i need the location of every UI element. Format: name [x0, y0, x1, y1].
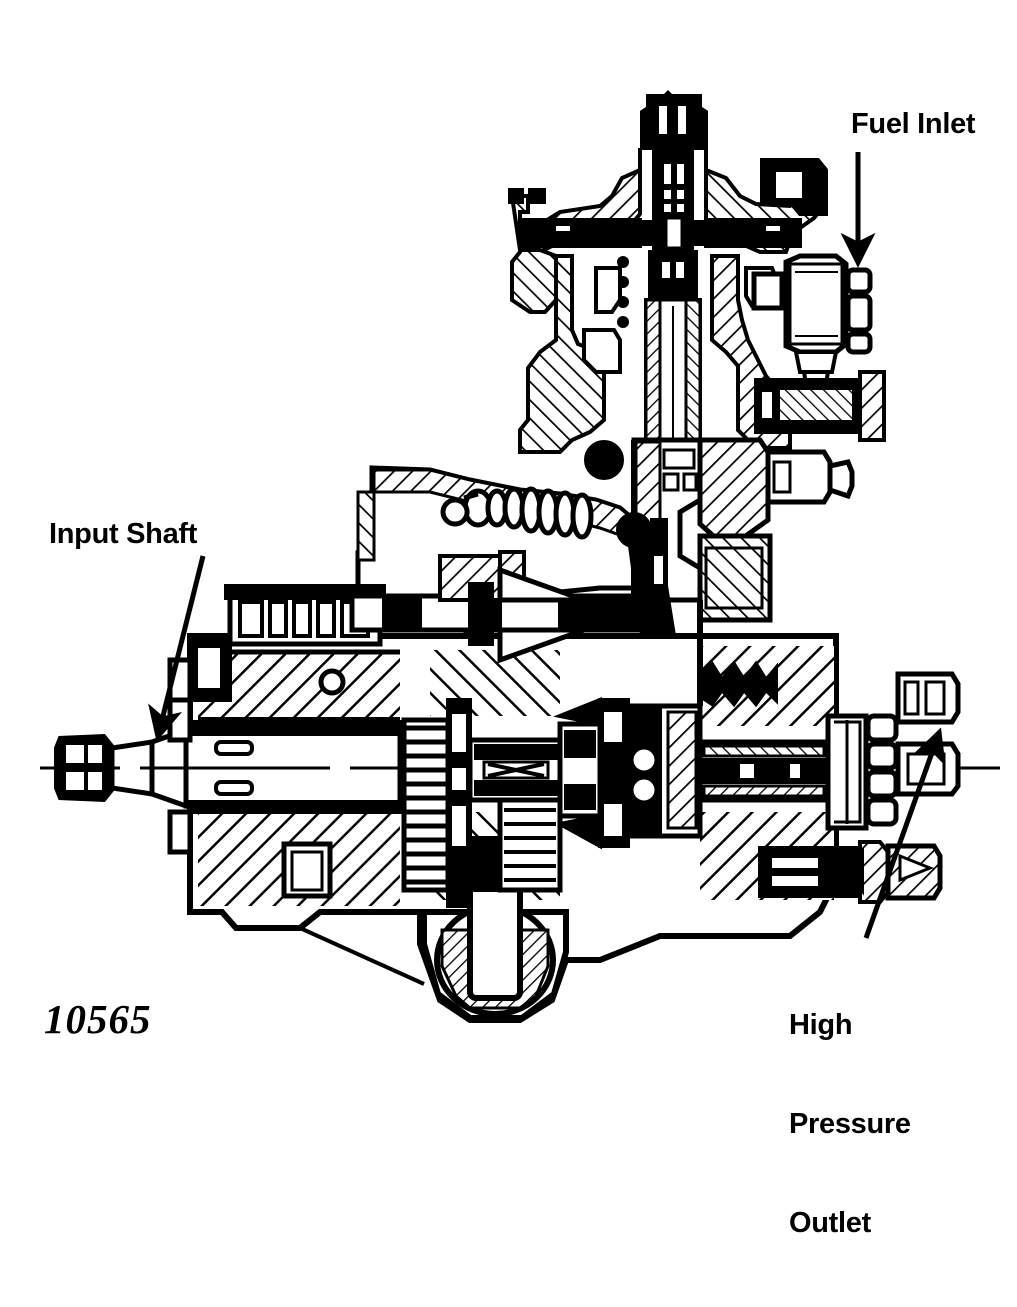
port-hole: [584, 440, 624, 480]
bearing-block: [224, 584, 386, 647]
plunger-barrel-assembly: [644, 146, 702, 454]
high-pressure-outlet-arrow: [863, 727, 946, 939]
figure-page: Fuel Inlet Input Shaft High Pressure Out…: [40, 90, 1000, 1240]
head-body-left: [518, 254, 622, 454]
right-upper-casting: [697, 437, 773, 623]
mid-thread-detail: [698, 660, 778, 708]
callout-label-high-pressure-outlet: High Pressure Outlet: [789, 943, 911, 1307]
distributor-rotor: [467, 697, 630, 850]
fuel-inlet-fitting: [751, 253, 873, 386]
governor-spring: [440, 486, 594, 540]
callout-label-input-shaft: Input Shaft: [49, 518, 198, 550]
top-cap-nut: [640, 90, 708, 150]
shaft-seals: [188, 720, 402, 814]
lower-right-fitting: [758, 840, 943, 904]
callout-label-fuel-inlet: Fuel Inlet: [851, 108, 976, 140]
head-left-ear: [508, 188, 558, 314]
figure-number: 10565: [44, 996, 152, 1042]
drive-gear: [401, 698, 472, 908]
side-hex-bolt: [754, 370, 886, 442]
feed-pump-vanes: [497, 797, 563, 893]
callout-line-3: Outlet: [789, 1207, 871, 1240]
ball-detail: [318, 668, 346, 696]
bottom-leader-line: [299, 926, 425, 986]
lower-left-boss: [281, 841, 333, 899]
delivery-valve-assembly: [697, 671, 1000, 831]
callout-line-2: Pressure: [789, 1108, 911, 1141]
control-shaft: [349, 550, 643, 664]
input-shaft-arrow: [148, 555, 206, 742]
right-side-plug: [763, 449, 855, 505]
pump-cross-section-drawing: [40, 90, 1000, 1023]
callout-line-1: High: [789, 1009, 853, 1042]
bottom-sump-bowl: [421, 836, 569, 1021]
left-mid-boss: [167, 634, 232, 707]
cam-ring: [625, 703, 703, 839]
head-cross-shaft: [518, 218, 802, 248]
